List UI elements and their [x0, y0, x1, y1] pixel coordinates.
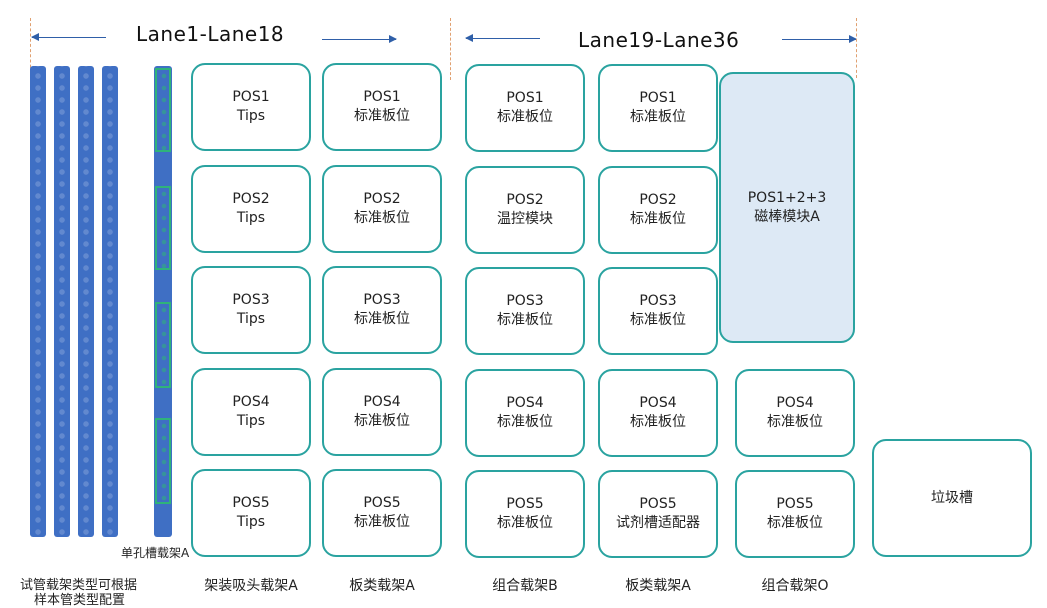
boundary-line	[30, 18, 31, 78]
pos-slot: POS2 标准板位	[598, 166, 718, 254]
magnetic-rod-module: POS1+2+3 磁棒模块A	[719, 72, 855, 343]
well-slot	[155, 186, 171, 270]
boundary-line	[856, 18, 857, 78]
pos-slot: POS5 标准板位	[465, 470, 585, 558]
pos-number: POS3	[639, 293, 677, 309]
pos-slot: POS3 标准板位	[465, 267, 585, 355]
tube-rack	[54, 66, 70, 537]
pos-content: 标准板位	[497, 515, 553, 531]
carrier-label: 组合载架B	[492, 578, 558, 594]
right-arrow-icon	[322, 35, 397, 43]
waste-label: 垃圾槽	[931, 489, 973, 506]
pos-content: 标准板位	[767, 414, 823, 430]
pos-content: 标准板位	[354, 210, 410, 226]
boundary-line	[450, 18, 451, 80]
pos-number: POS1	[363, 89, 401, 105]
carrier-label: 架装吸头载架A	[204, 578, 298, 594]
pos-slot: POS5 标准板位	[735, 470, 855, 558]
pos-content: 试剂槽适配器	[616, 515, 700, 531]
pos-slot: POS5 Tips	[191, 469, 311, 557]
pos-number: POS5	[639, 496, 677, 512]
pos-slot: POS1 标准板位	[322, 63, 442, 151]
pos-content: 标准板位	[354, 311, 410, 327]
pos-content: Tips	[236, 210, 266, 226]
pos-slot: POS4 标准板位	[735, 369, 855, 457]
pos-content: 标准板位	[497, 109, 553, 125]
pos-slot: POS3 标准板位	[322, 266, 442, 354]
pos-number: POS4	[363, 394, 401, 410]
pos-number: POS1	[232, 89, 270, 105]
pos-slot: POS2 标准板位	[322, 165, 442, 253]
pos-content: Tips	[236, 514, 266, 530]
pos-number: POS2	[506, 192, 544, 208]
tube-rack-label: 试管载架类型可根据	[20, 578, 138, 593]
pos-number: POS5	[506, 496, 544, 512]
carrier-label: 板类载架A	[625, 578, 691, 594]
lane19-36-title: Lane19-Lane36	[578, 28, 740, 52]
pos-number: POS3	[506, 293, 544, 309]
single-rack-label: 单孔槽载架A	[121, 546, 190, 560]
pos-slot: POS4 标准板位	[598, 369, 718, 457]
pos-content: 标准板位	[497, 312, 553, 328]
pos-content: 标准板位	[767, 515, 823, 531]
pos-slot: POS1 标准板位	[598, 64, 718, 152]
pos-number: POS3	[363, 292, 401, 308]
right-arrow-icon	[782, 35, 857, 43]
pos-content: 标准板位	[354, 108, 410, 124]
well-slot	[155, 302, 171, 388]
pos-number: POS4	[776, 395, 814, 411]
pos-content: Tips	[236, 413, 266, 429]
pos-slot: POS5 试剂槽适配器	[598, 470, 718, 558]
pos-content: 标准板位	[630, 312, 686, 328]
pos-content: 标准板位	[630, 211, 686, 227]
carrier-label: 板类载架A	[349, 578, 415, 594]
left-arrow-icon	[31, 33, 106, 41]
pos-slot: POS1 标准板位	[465, 64, 585, 152]
pos-content: 磁棒模块A	[754, 208, 820, 225]
single-well-rack	[154, 66, 172, 537]
pos-content: 标准板位	[354, 413, 410, 429]
pos-number: POS5	[776, 496, 814, 512]
pos-number: POS1	[506, 90, 544, 106]
tube-rack	[30, 66, 46, 537]
pos-content: 温控模块	[497, 211, 553, 227]
pos-content: 标准板位	[630, 414, 686, 430]
waste-trough: 垃圾槽	[872, 439, 1032, 557]
carrier-label: 组合载架O	[761, 578, 829, 594]
pos-number: POS5	[232, 495, 270, 511]
pos-content: Tips	[236, 311, 266, 327]
pos-number: POS4	[232, 394, 270, 410]
well-slot	[155, 418, 171, 504]
pos-slot: POS5 标准板位	[322, 469, 442, 557]
tube-rack	[102, 66, 118, 537]
tube-rack	[78, 66, 94, 537]
pos-content: Tips	[236, 108, 266, 124]
pos-slot: POS4 标准板位	[465, 369, 585, 457]
pos-number: POS1+2+3	[747, 189, 827, 206]
pos-number: POS1	[639, 90, 677, 106]
left-arrow-icon	[465, 34, 540, 42]
pos-number: POS4	[506, 395, 544, 411]
well-slot	[155, 68, 171, 152]
pos-content: 标准板位	[497, 414, 553, 430]
pos-slot: POS4 Tips	[191, 368, 311, 456]
pos-number: POS2	[639, 192, 677, 208]
pos-number: POS2	[232, 191, 270, 207]
pos-number: POS2	[363, 191, 401, 207]
pos-number: POS5	[363, 495, 401, 511]
pos-number: POS3	[232, 292, 270, 308]
pos-slot: POS3 标准板位	[598, 267, 718, 355]
pos-slot: POS4 标准板位	[322, 368, 442, 456]
pos-content: 标准板位	[630, 109, 686, 125]
pos-number: POS4	[639, 395, 677, 411]
pos-slot: POS3 Tips	[191, 266, 311, 354]
pos-slot: POS1 Tips	[191, 63, 311, 151]
pos-content: 标准板位	[354, 514, 410, 530]
lane1-18-title: Lane1-Lane18	[136, 22, 285, 46]
pos-slot: POS2 Tips	[191, 165, 311, 253]
pos-slot: POS2 温控模块	[465, 166, 585, 254]
